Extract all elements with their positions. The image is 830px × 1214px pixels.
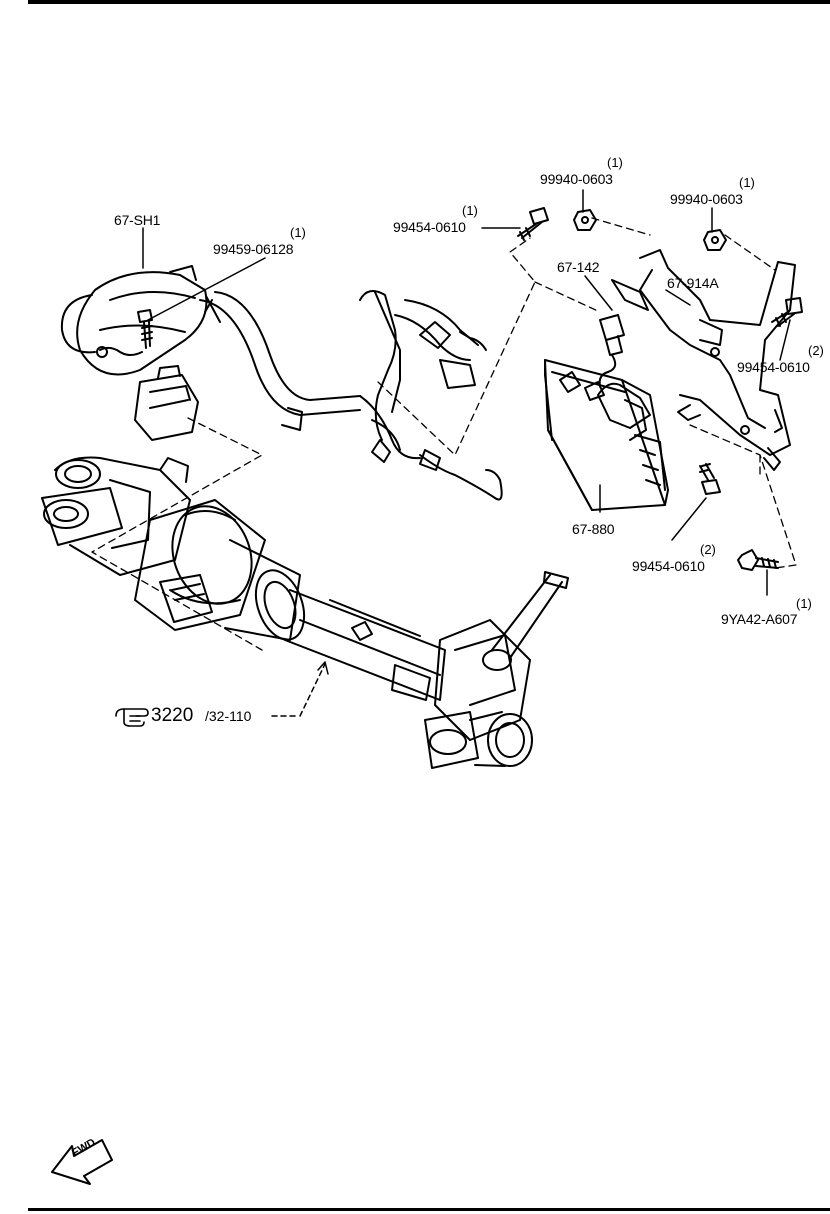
callout-0610-lower-qty: (2) [700,542,716,557]
callout-67-914A: 67-914A [667,275,719,291]
callout-99940-0603-top: 99940-0603 [540,171,613,187]
nut-right [703,229,727,251]
hand-pointer-icon [115,708,149,727]
bolt-06128 [137,309,153,349]
callout-99940-0603-right: 99940-0603 [670,191,743,207]
bolt-0610-right [771,297,803,327]
reference-32-110: /32-110 [205,708,252,724]
bracket-67-914A [611,249,796,471]
reference-3220: 3220 [151,705,194,726]
callout-99454-0610-lower: 99454-0610 [632,558,705,574]
steering-rack [41,456,569,769]
callout-nut-right-qty: (1) [739,175,755,190]
callout-9YA42-A607: 9YA42-A607 [721,611,798,627]
bolt-a607 [737,549,779,571]
callout-99454-0610-top: 99454-0610 [393,219,466,235]
callout-99459-06128: 99459-06128 [213,241,294,257]
callout-06128-qty: (1) [290,225,306,240]
bottom-border [28,1208,830,1211]
nut-top [573,209,597,231]
wire-harness [60,265,503,501]
fwd-arrow-icon [51,1139,113,1185]
callout-67-142: 67-142 [557,259,600,275]
callout-a607-qty: (1) [796,596,812,611]
callout-nut-top-qty: (1) [607,155,623,170]
callout-67-SH1: 67-SH1 [114,212,161,228]
callout-0610-top-qty: (1) [462,203,478,218]
callout-0610-right-qty: (2) [808,343,824,358]
callout-99454-0610-right: 99454-0610 [737,359,810,375]
guide-lines [91,217,797,651]
bolt-0610-lower [699,463,721,495]
leader-lines [142,189,791,717]
control-module-67-880 [544,359,669,511]
top-border [28,0,830,4]
callout-67-880: 67-880 [572,521,615,537]
sensor-67-142 [598,314,625,387]
bolt-0610-top [517,207,549,241]
